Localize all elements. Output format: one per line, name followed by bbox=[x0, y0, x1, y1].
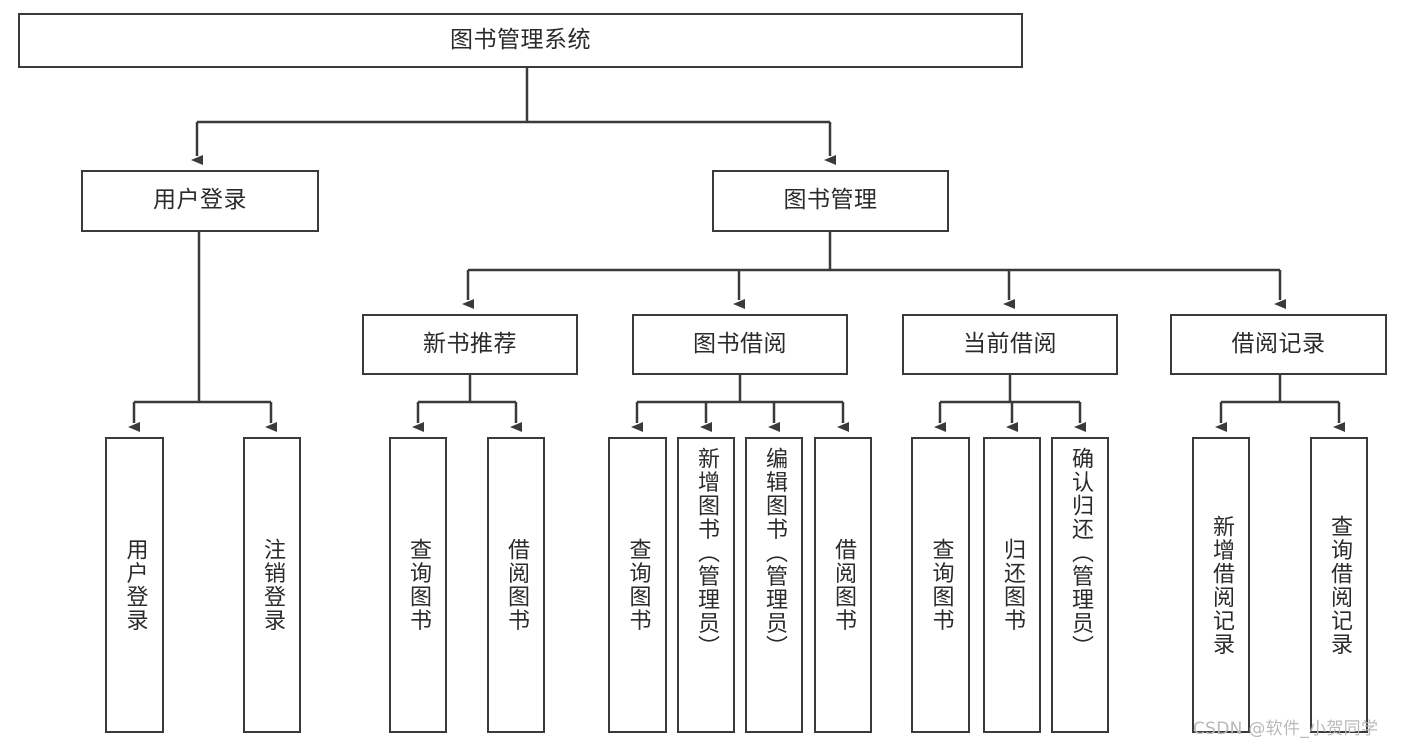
leaf-borrow-book-label: 借阅图书 bbox=[831, 538, 856, 632]
leaf-user-login-label: 用户登录 bbox=[122, 538, 148, 632]
csdn-watermark: CSDN @软件_小贺同学 bbox=[1193, 719, 1379, 739]
leaf-query-book-borrow-label: 查询图书 bbox=[625, 538, 651, 632]
node-root-label: 图书管理系统 bbox=[450, 26, 591, 53]
node-book-borrow-label: 图书借阅 bbox=[693, 330, 787, 357]
node-current-borrow-label: 当前借阅 bbox=[963, 330, 1057, 357]
leaf-borrow-book-recommend[interactable]: 借阅图书 bbox=[487, 437, 545, 733]
leaf-query-book-current-label: 查询图书 bbox=[928, 538, 954, 632]
leaf-query-book-recommend-label: 查询图书 bbox=[406, 538, 431, 632]
leaf-borrow-book-recommend-label: 借阅图书 bbox=[504, 538, 529, 632]
leaf-confirm-return-admin-label: 确认归还（管理员） bbox=[1068, 447, 1093, 659]
leaf-query-book-recommend[interactable]: 查询图书 bbox=[389, 437, 447, 733]
node-current-borrow[interactable]: 当前借阅 bbox=[902, 314, 1118, 375]
leaf-query-borrow-record[interactable]: 查询借阅记录 bbox=[1310, 437, 1368, 733]
node-new-book-recommend[interactable]: 新书推荐 bbox=[362, 314, 578, 375]
leaf-confirm-return-admin[interactable]: 确认归还（管理员） bbox=[1051, 437, 1109, 733]
node-borrow-record-label: 借阅记录 bbox=[1231, 330, 1326, 357]
leaf-user-login[interactable]: 用户登录 bbox=[105, 437, 164, 733]
leaf-borrow-book[interactable]: 借阅图书 bbox=[814, 437, 872, 733]
leaf-query-book-borrow[interactable]: 查询图书 bbox=[608, 437, 667, 733]
leaf-query-borrow-record-label: 查询借阅记录 bbox=[1327, 514, 1352, 656]
leaf-return-book-label: 归还图书 bbox=[1000, 538, 1025, 632]
node-book-management-label: 图书管理 bbox=[783, 187, 878, 214]
leaf-add-book-admin-label: 新增图书（管理员） bbox=[694, 447, 719, 659]
node-new-book-recommend-label: 新书推荐 bbox=[423, 330, 517, 357]
node-borrow-record[interactable]: 借阅记录 bbox=[1170, 314, 1387, 375]
leaf-edit-book-admin[interactable]: 编辑图书（管理员） bbox=[745, 437, 803, 733]
leaf-add-book-admin[interactable]: 新增图书（管理员） bbox=[677, 437, 735, 733]
node-user-login[interactable]: 用户登录 bbox=[81, 170, 319, 232]
node-book-borrow[interactable]: 图书借阅 bbox=[632, 314, 848, 375]
leaf-user-logout-label: 注销登录 bbox=[260, 538, 285, 632]
leaf-query-book-current[interactable]: 查询图书 bbox=[911, 437, 970, 733]
leaf-return-book[interactable]: 归还图书 bbox=[983, 437, 1041, 733]
node-book-management[interactable]: 图书管理 bbox=[712, 170, 949, 232]
leaf-user-logout[interactable]: 注销登录 bbox=[243, 437, 301, 733]
leaf-edit-book-admin-label: 编辑图书（管理员） bbox=[762, 447, 787, 659]
node-root[interactable]: 图书管理系统 bbox=[18, 13, 1023, 68]
node-user-login-label: 用户登录 bbox=[153, 187, 247, 214]
leaf-add-borrow-record[interactable]: 新增借阅记录 bbox=[1192, 437, 1250, 733]
leaf-add-borrow-record-label: 新增借阅记录 bbox=[1209, 514, 1234, 656]
